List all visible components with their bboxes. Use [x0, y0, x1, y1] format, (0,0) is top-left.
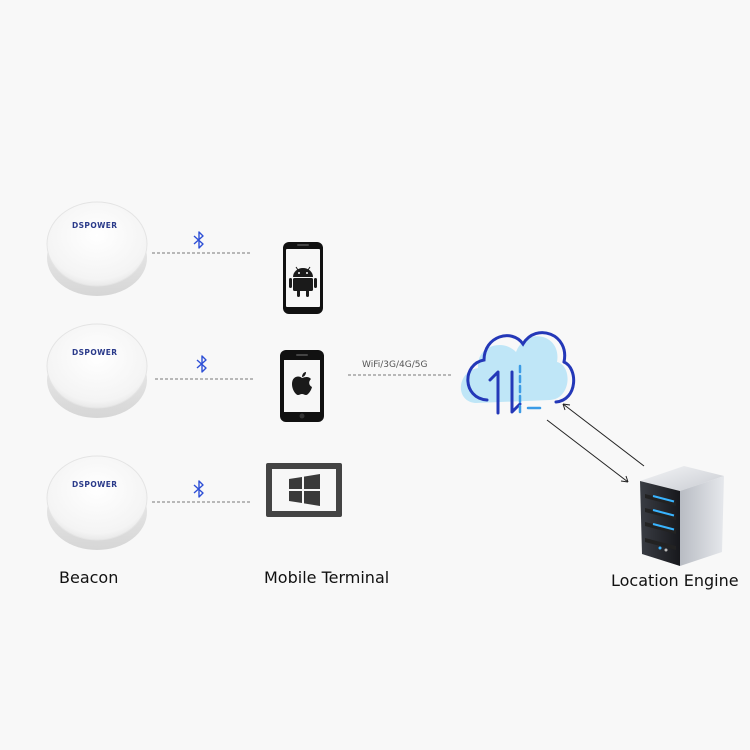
bluetooth-icon	[193, 480, 204, 498]
beacon-device: DSPOWER	[46, 455, 148, 550]
network-type-label: WiFi/3G/4G/5G	[362, 360, 428, 370]
cloud-icon	[460, 331, 576, 415]
server-icon	[640, 466, 724, 566]
location-engine-label: Location Engine	[611, 571, 739, 590]
engine-link-arrows	[546, 403, 645, 483]
apple-phone	[280, 350, 324, 422]
apple-icon	[292, 372, 312, 395]
beacon-device: DSPOWER	[46, 323, 148, 418]
server-indicator-lights	[645, 494, 676, 552]
bluetooth-icon	[196, 355, 207, 373]
windows-icon	[289, 474, 320, 506]
android-phone	[283, 242, 323, 314]
beacon-label: Beacon	[59, 568, 119, 587]
beacon-brand-label: DSPOWER	[72, 480, 117, 489]
android-icon	[289, 266, 317, 297]
bluetooth-icon	[193, 231, 204, 249]
mobile-terminal-label: Mobile Terminal	[264, 568, 390, 587]
beacon-device: DSPOWER	[46, 201, 148, 296]
windows-tablet	[266, 463, 342, 517]
beacon-brand-label: DSPOWER	[72, 348, 117, 357]
beacon-brand-label: DSPOWER	[72, 221, 117, 230]
